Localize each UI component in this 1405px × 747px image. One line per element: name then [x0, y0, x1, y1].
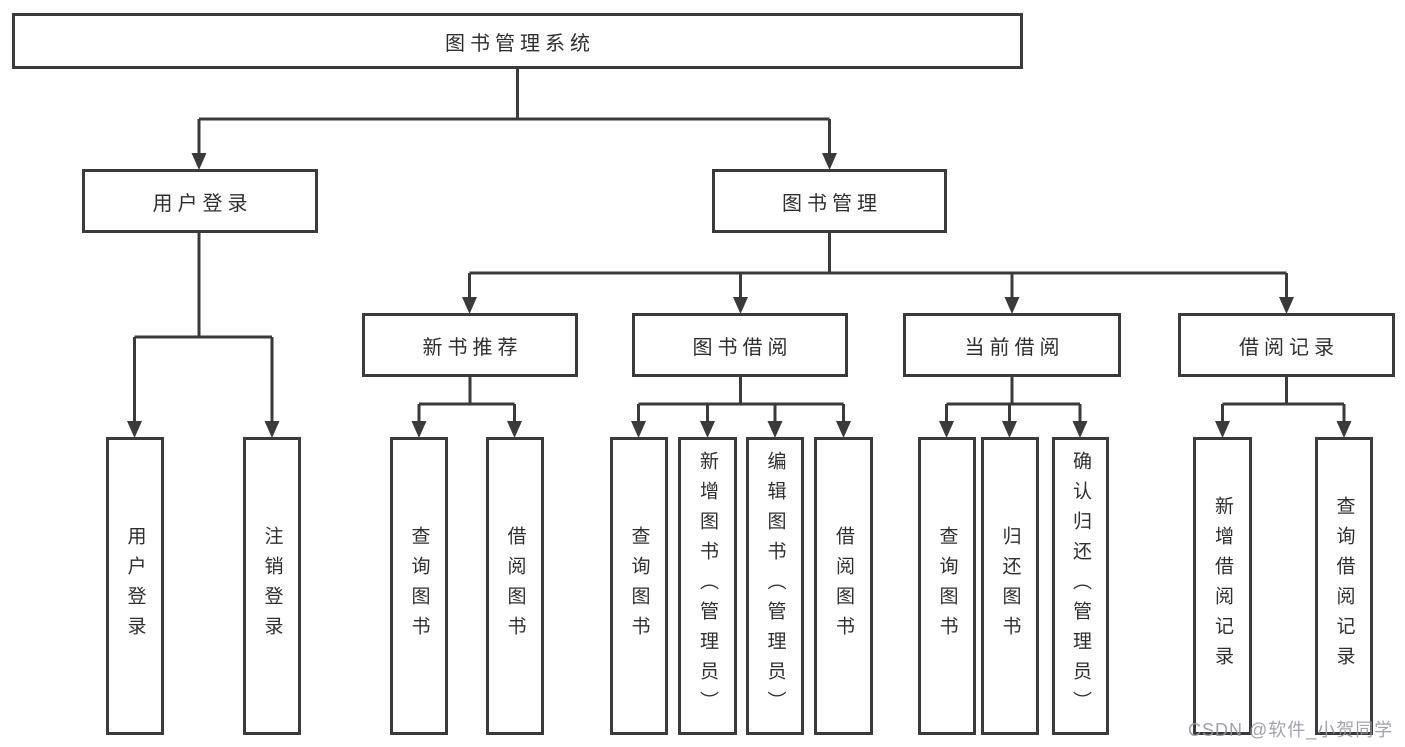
- leaf-user-login: 用户登录: [106, 437, 164, 735]
- watermark-text: CSDN @软件_小贺同学: [1188, 720, 1394, 740]
- leaf-add-book-admin-label: 新增图书（管理员）: [697, 451, 718, 721]
- leaf-query-borrow-record: 查询借阅记录: [1315, 437, 1373, 735]
- leaf-borrow-books: 借阅图书: [814, 437, 873, 735]
- leaf-user-login-label: 用户登录: [124, 526, 146, 646]
- leaf-borrow-books-recommend-label: 借阅图书: [504, 526, 526, 646]
- leaf-borrow-books-label: 借阅图书: [833, 526, 854, 646]
- leaf-logout-login: 注销登录: [243, 437, 301, 735]
- leaf-query-books-recommend-label: 查询图书: [408, 526, 430, 646]
- leaf-query-books-current: 查询图书: [918, 437, 976, 735]
- leaf-query-books-recommend: 查询图书: [390, 437, 448, 735]
- leaf-edit-book-admin-label: 编辑图书（管理员）: [764, 451, 786, 721]
- leaf-return-books: 归还图书: [981, 437, 1039, 735]
- leaf-edit-book-admin: 编辑图书（管理员）: [746, 437, 804, 735]
- leaf-add-borrow-record-label: 新增借阅记录: [1212, 496, 1233, 676]
- node-new-book-recommendation: 新书推荐: [362, 313, 578, 377]
- leaf-add-book-admin: 新增图书（管理员）: [678, 437, 737, 735]
- leaf-confirm-return-admin-label: 确认归还（管理员）: [1070, 451, 1091, 721]
- leaf-add-borrow-record: 新增借阅记录: [1193, 437, 1252, 735]
- leaf-logout-login-label: 注销登录: [261, 526, 283, 646]
- leaf-query-books-borrow-label: 查询图书: [628, 526, 650, 646]
- leaf-query-books-current-label: 查询图书: [936, 526, 958, 646]
- leaf-return-books-label: 归还图书: [999, 526, 1021, 646]
- node-current-borrowing: 当前借阅: [903, 313, 1121, 377]
- leaf-borrow-books-recommend: 借阅图书: [486, 437, 544, 735]
- node-book-borrowing: 图书借阅: [632, 313, 848, 377]
- leaf-query-borrow-record-label: 查询借阅记录: [1333, 496, 1355, 676]
- node-user-login: 用户登录: [82, 169, 318, 233]
- node-borrowing-records: 借阅记录: [1178, 313, 1395, 377]
- leaf-query-books-borrow: 查询图书: [610, 437, 668, 735]
- leaf-confirm-return-admin: 确认归还（管理员）: [1052, 437, 1109, 735]
- node-library-system: 图书管理系统: [12, 13, 1023, 69]
- node-book-management: 图书管理: [712, 169, 947, 233]
